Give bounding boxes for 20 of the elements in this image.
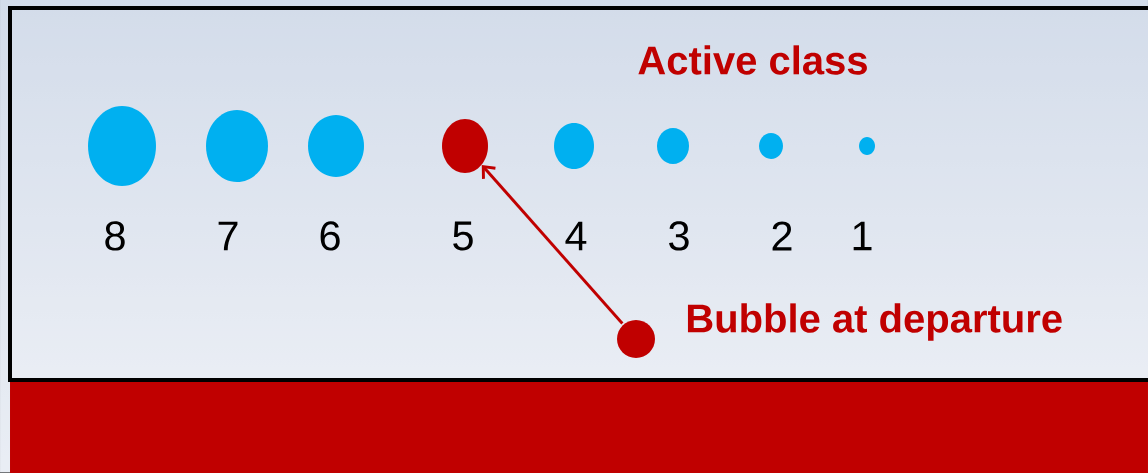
bubble	[442, 119, 488, 173]
number-label: 2	[772, 221, 792, 251]
bubble	[308, 115, 364, 177]
bubble	[759, 133, 783, 159]
number-label: 3	[669, 221, 689, 251]
bubble	[657, 128, 689, 164]
bubble	[88, 106, 156, 186]
bubble	[859, 137, 875, 155]
callout-label: Bubble at departure	[687, 303, 1062, 341]
number-label: 7	[218, 221, 238, 251]
number-label: 4	[565, 221, 587, 251]
number-label: 1	[853, 221, 872, 251]
number-label: 5	[453, 221, 473, 251]
number-label: 8	[105, 221, 125, 251]
number-label: 6	[320, 221, 340, 251]
heading: Active class	[638, 45, 867, 75]
dot	[617, 320, 655, 358]
arrow	[481, 164, 624, 325]
bubble	[206, 110, 268, 182]
bubble	[554, 123, 594, 169]
